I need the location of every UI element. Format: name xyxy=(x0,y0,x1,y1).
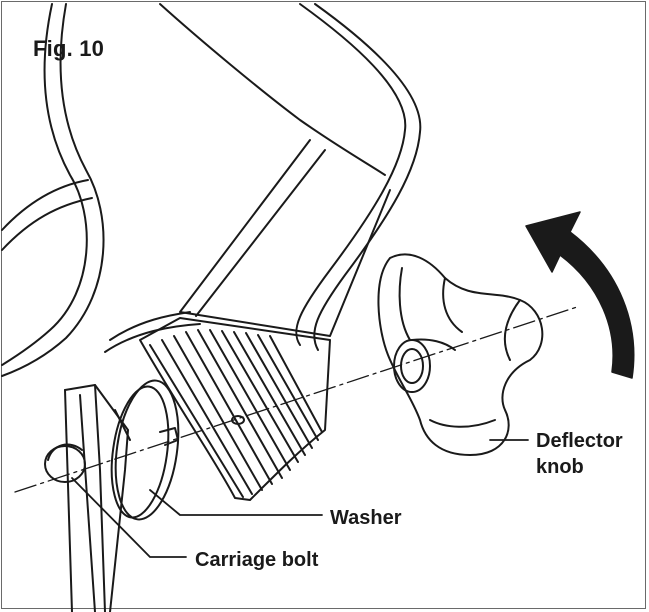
deflector-knob xyxy=(377,253,544,456)
callout-carriage-bolt: Carriage bolt xyxy=(195,549,319,571)
carriage-bolt xyxy=(44,443,86,483)
leader-lines xyxy=(71,439,529,558)
mounting-arm xyxy=(64,384,131,612)
callout-deflector-knob-line1: Deflector xyxy=(536,430,623,452)
shield-ribs xyxy=(104,139,391,353)
axis-centerline xyxy=(14,305,581,493)
callout-deflector-knob: Deflector knob xyxy=(536,428,646,480)
leader-washer xyxy=(149,489,323,516)
rotation-arrow-icon xyxy=(525,211,635,379)
callout-washer: Washer xyxy=(330,507,402,529)
ribbed-bracket xyxy=(139,317,331,501)
callout-deflector-knob-line2: knob xyxy=(536,456,584,478)
washer xyxy=(110,379,180,521)
deflector-shield xyxy=(1,3,422,377)
figure-title: Fig. 10 xyxy=(33,36,105,61)
leader-carriage-bolt xyxy=(71,477,187,558)
